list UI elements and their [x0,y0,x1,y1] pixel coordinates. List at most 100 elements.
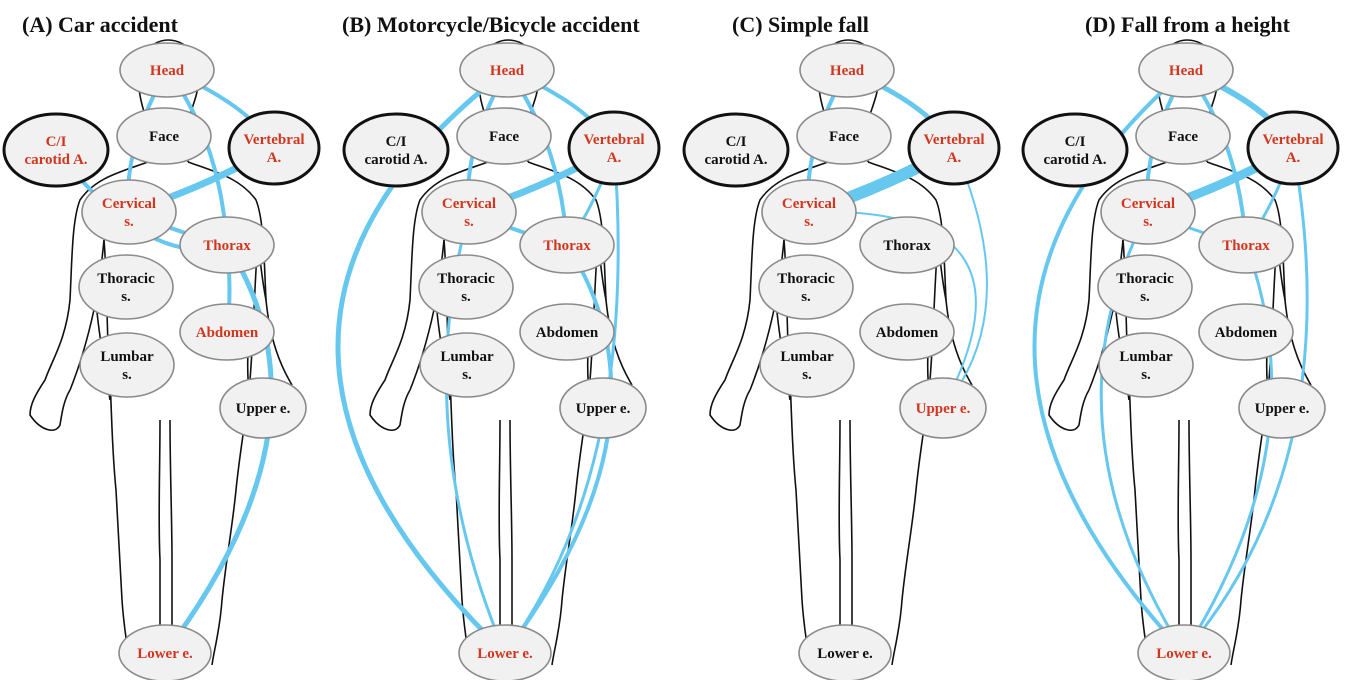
node-label: Head [1169,63,1204,79]
node-upper: Upper e. [560,378,646,438]
node-ellipse [80,333,174,397]
node-label: Lower e. [137,646,193,662]
node-label: Vertebral [1262,132,1323,148]
node-label: Abdomen [536,325,599,341]
node-label: Abdomen [1215,325,1278,341]
node-thorax: Thorax [1199,217,1293,273]
node-abdomen: Abdomen [520,304,614,360]
node-lower: Lower e. [1138,625,1230,680]
node-label: Thorax [203,238,251,254]
node-label: carotid A. [364,152,427,168]
node-label: Lumbar [100,349,154,365]
node-label: Cervical [1121,196,1175,212]
node-label: Head [150,63,185,79]
node-thoracic: Thoracic s. [419,255,513,319]
node-label: Face [149,129,179,145]
node-ellipse [82,180,176,244]
node-label: Face [829,129,859,145]
node-ellipse [4,114,108,186]
node-face: Face [117,108,211,164]
node-abdomen: Abdomen [180,304,274,360]
node-thorax: Thorax [860,217,954,273]
node-abdomen: Abdomen [1199,304,1293,360]
node-ellipse [419,255,513,319]
node-label: Face [1168,129,1198,145]
node-label: A. [947,150,962,166]
node-lower: Lower e. [119,625,211,680]
node-ellipse [684,114,788,186]
node-label: s. [462,367,472,383]
node-ellipse [344,114,448,186]
node-upper: Upper e. [220,378,306,438]
node-label: Vertebral [583,132,644,148]
panel-diagram: HeadFace C/Icarotid A. VertebralA. Cervical… [0,0,340,680]
node-label: A. [1286,150,1301,166]
node-label: Cervical [102,196,156,212]
node-label: Cervical [782,196,836,212]
node-label: Upper e. [576,401,631,417]
node-label: s. [124,214,134,230]
node-ellipse [420,333,514,397]
node-label: Abdomen [876,325,939,341]
node-label: Upper e. [916,401,971,417]
node-label: Thoracic [97,271,155,287]
node-label: Upper e. [236,401,291,417]
node-label: Thorax [883,238,931,254]
panel-diagram: HeadFace C/I carotid A. VertebralA. Cervical… [340,0,680,680]
node-vertebral: VertebralA. [229,112,319,184]
node-label: s. [1141,367,1151,383]
node-label: Face [489,129,519,145]
node-label: C/I [386,134,407,150]
node-label: A. [267,150,282,166]
node-label: Lumbar [780,349,834,365]
node-label: s. [122,367,132,383]
node-label: Thorax [543,238,591,254]
node-ellipse [1023,114,1127,186]
node-label: C/I [46,134,67,150]
node-label: s. [461,289,471,305]
panel-d: (D) Fall from a height HeadFaceC/Icaroti… [1019,0,1359,680]
node-label: Head [490,63,525,79]
edge-vertebral-upper [943,148,987,408]
node-head: Head [460,43,554,97]
node-carotid: C/I carotid A. [344,114,448,186]
node-vertebral: VertebralA. [909,112,999,184]
node-lumbar: Lumbar s. [1099,333,1193,397]
node-carotid: C/Icarotid A. [4,114,108,186]
node-ellipse [1101,180,1195,244]
node-label: Head [830,63,865,79]
node-head: Head [800,43,894,97]
node-label: s. [804,214,814,230]
node-ellipse [762,180,856,244]
node-label: Lumbar [1119,349,1173,365]
node-face: Face [457,108,551,164]
node-label: Upper e. [1255,401,1310,417]
node-label: Thoracic [437,271,495,287]
node-ellipse [1098,255,1192,319]
node-abdomen: Abdomen [860,304,954,360]
node-ellipse [1248,112,1338,184]
node-face: Face [1136,108,1230,164]
node-face: Face [797,108,891,164]
panel-a: (A) Car accident HeadFaceC/Icarotid A.Ve… [0,0,340,680]
node-label: Thorax [1222,238,1270,254]
node-ellipse [79,255,173,319]
node-label: Vertebral [243,132,304,148]
node-label: A. [607,150,622,166]
node-cervical: Cervical s. [762,180,856,244]
node-label: Abdomen [196,325,259,341]
node-label: carotid A. [704,152,767,168]
node-label: Lower e. [1156,646,1212,662]
node-ellipse [759,255,853,319]
node-thorax: Thorax [520,217,614,273]
